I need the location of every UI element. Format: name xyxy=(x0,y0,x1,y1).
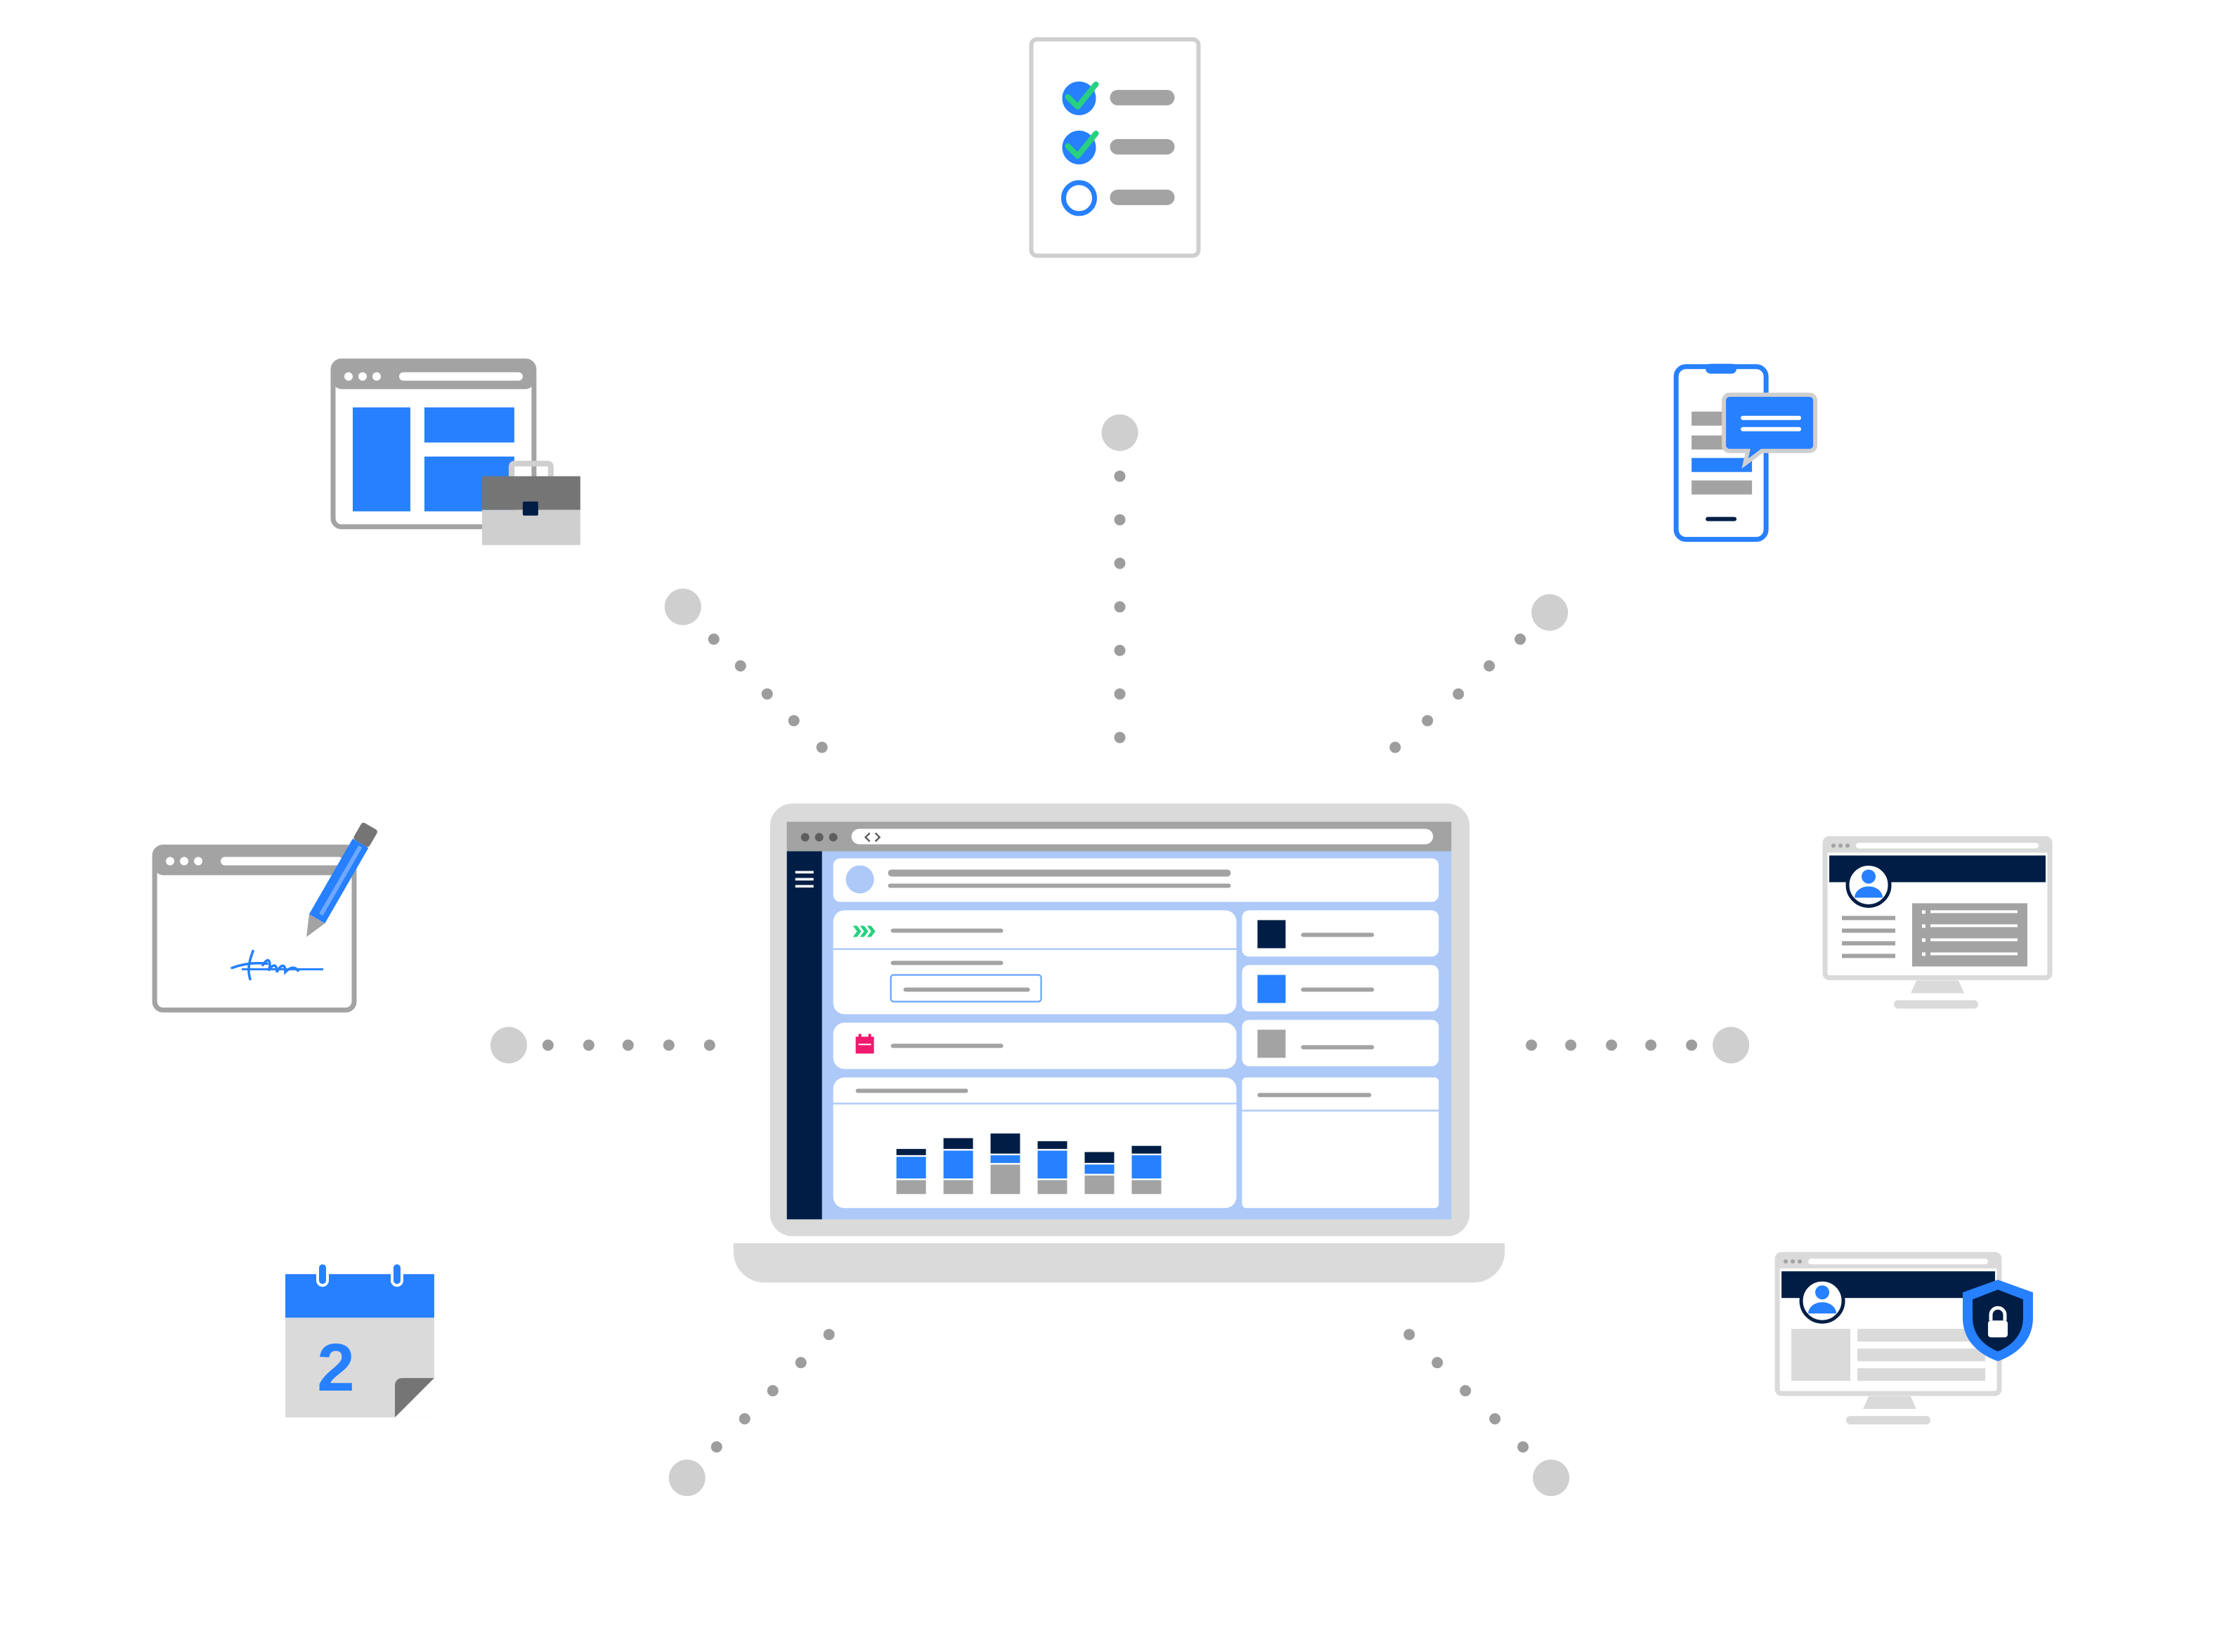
connector-dots xyxy=(490,414,1750,1497)
calendar-small-icon xyxy=(855,1034,874,1054)
connector-dot xyxy=(1453,688,1465,700)
connector-dot xyxy=(1645,1039,1657,1051)
connector-dot xyxy=(1431,1357,1443,1369)
chart-bar-segment-blue xyxy=(896,1157,926,1179)
user-profile-monitor-icon xyxy=(1822,835,2053,1009)
menu-icon xyxy=(795,871,814,888)
connector-endpoint-dot xyxy=(664,588,701,625)
chart-bar-segment-navy xyxy=(1084,1152,1115,1163)
connector-dot xyxy=(1483,660,1495,672)
connector-dot xyxy=(622,1039,634,1051)
secure-profile-monitor-icon xyxy=(1774,1251,2033,1425)
chart-bar-segment-gray xyxy=(1131,1180,1162,1195)
chart-bar-segment-navy xyxy=(1037,1141,1067,1150)
connector-dot xyxy=(703,1039,715,1051)
connector-dot xyxy=(583,1039,595,1051)
connector-endpoint-dot xyxy=(1531,594,1569,631)
connector-dot xyxy=(1606,1039,1618,1051)
connector-endpoint-dot xyxy=(668,1459,706,1497)
connector-dot xyxy=(663,1039,675,1051)
connector-dot xyxy=(795,1357,807,1369)
connector-dot xyxy=(767,1385,779,1397)
connector-dot xyxy=(1686,1039,1698,1051)
connector-dot xyxy=(710,1441,722,1453)
connector-dot xyxy=(734,660,746,672)
chart-bar-segment-blue xyxy=(990,1155,1020,1164)
chart-bar-segment-navy xyxy=(943,1138,973,1150)
calendar-icon: 2 xyxy=(285,1261,434,1418)
chart-bar-segment-gray xyxy=(1084,1175,1115,1195)
chart-bar-segment-navy xyxy=(1131,1145,1162,1154)
chart-bar-segment-gray xyxy=(896,1180,926,1195)
connector-endpoint-dot xyxy=(1101,414,1138,451)
connector-dot xyxy=(1114,644,1126,656)
connector-dot xyxy=(1114,514,1126,526)
connector-dot xyxy=(823,1329,835,1341)
connector-dot xyxy=(1114,470,1126,482)
connector-dot xyxy=(542,1039,554,1051)
calendar-day-number: 2 xyxy=(317,1330,354,1405)
connector-dot xyxy=(761,688,773,700)
connector-dot xyxy=(1517,1441,1529,1453)
connector-dot xyxy=(1422,715,1434,727)
connector-dot xyxy=(1114,688,1126,700)
connector-dot xyxy=(1565,1039,1577,1051)
mobile-chat-icon xyxy=(1673,363,1818,542)
connector-dot xyxy=(1489,1413,1501,1425)
chart-bar-segment-gray xyxy=(990,1164,1020,1195)
avatar xyxy=(845,865,874,894)
chart-bar-segment-navy xyxy=(990,1133,1020,1154)
connector-dot xyxy=(788,715,800,727)
connector-dot xyxy=(816,741,828,753)
connector-dot xyxy=(739,1413,751,1425)
chart-bar-segment-blue xyxy=(1131,1155,1162,1179)
browser-briefcase-icon xyxy=(330,358,580,545)
laptop-dashboard xyxy=(733,803,1505,1283)
connector-dot xyxy=(1389,741,1401,753)
chart-bar-segment-blue xyxy=(943,1150,973,1179)
connector-dot xyxy=(708,633,720,645)
chart-bar-segment-navy xyxy=(896,1149,926,1155)
connector-dot xyxy=(1514,633,1526,645)
connector-dot xyxy=(1526,1039,1538,1051)
checklist-icon xyxy=(1029,37,1201,258)
connector-dot xyxy=(1114,731,1126,743)
connector-dot xyxy=(1114,557,1126,569)
sidebar xyxy=(786,851,822,1220)
connector-endpoint-dot xyxy=(490,1027,527,1064)
connector-endpoint-dot xyxy=(1713,1027,1750,1064)
chart-bar-segment-gray xyxy=(943,1180,973,1195)
shield-lock-icon xyxy=(1962,1280,2033,1362)
chart-bar-segment-blue xyxy=(1084,1164,1115,1174)
connector-endpoint-dot xyxy=(1533,1459,1570,1497)
e-signature-icon xyxy=(152,822,377,1013)
connector-dot xyxy=(1403,1329,1415,1341)
chart-bar-segment-gray xyxy=(1037,1180,1067,1195)
connector-dot xyxy=(1114,601,1126,613)
chart-bar-segment-blue xyxy=(1037,1150,1067,1179)
connector-dot xyxy=(1460,1385,1472,1397)
stacked-bar-chart xyxy=(896,1133,1162,1195)
